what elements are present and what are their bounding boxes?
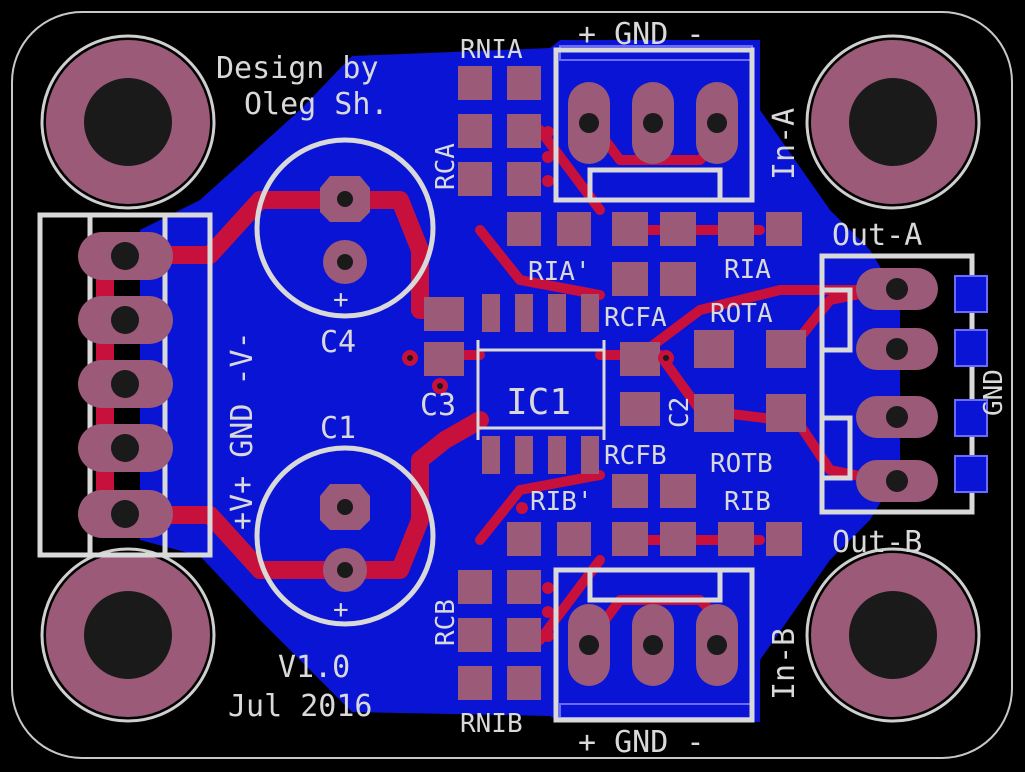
ria-label: RIA bbox=[724, 255, 771, 285]
version-line2: Jul 2016 bbox=[228, 689, 373, 724]
power-connector: +V+ GND -V- bbox=[37, 212, 260, 558]
rotb-label: ROTB bbox=[710, 449, 773, 479]
c4-label: C4 bbox=[320, 325, 356, 360]
out-gnd-label: GND bbox=[979, 369, 1009, 416]
version-line1: V1.0 bbox=[278, 650, 350, 685]
in-b-pins-label: + GND - bbox=[578, 725, 704, 760]
c1-plus: + bbox=[333, 595, 349, 625]
c1-label: C1 bbox=[320, 411, 356, 446]
rcfa-label: RCFA bbox=[604, 303, 667, 333]
input-connector-b: + GND - In-B bbox=[553, 567, 802, 760]
rnib-label: RNIB bbox=[460, 709, 523, 739]
c2-label: C2 bbox=[665, 397, 695, 428]
capacitor-c1: + C1 bbox=[254, 411, 436, 627]
c3-label: C3 bbox=[420, 388, 456, 423]
credits-line1: Design by bbox=[216, 51, 379, 86]
capacitor-c2: C2 bbox=[620, 342, 695, 428]
input-connector-a: + GND - In-A bbox=[553, 17, 802, 203]
top-resistors: RNIA RCA RIA' RIA RCFA ROTA bbox=[431, 35, 806, 368]
rota-label: ROTA bbox=[710, 299, 773, 329]
out-a-label: Out-A bbox=[832, 218, 922, 253]
rcfb-label: RCFB bbox=[604, 441, 667, 471]
ic1-label: IC1 bbox=[506, 382, 571, 423]
rca-label: RCA bbox=[431, 143, 461, 190]
in-a-pins-label: + GND - bbox=[578, 17, 704, 52]
out-b-label: Out-B bbox=[832, 525, 922, 560]
in-b-label: In-B bbox=[767, 628, 802, 700]
rnia-label: RNIA bbox=[460, 35, 523, 65]
c4-plus: + bbox=[333, 285, 349, 315]
power-connector-label: +V+ GND -V- bbox=[225, 331, 260, 530]
in-a-label: In-A bbox=[767, 108, 802, 180]
bottom-resistors: RCFB ROTB RIB' RIB RCB RNIB bbox=[431, 394, 806, 739]
output-connector: Out-A Out-B GND bbox=[819, 218, 1009, 560]
capacitor-c4: + C4 bbox=[254, 137, 436, 360]
rib-label: RIB bbox=[724, 487, 771, 517]
rcb-label: RCB bbox=[431, 599, 461, 646]
capacitor-c3: C3 bbox=[402, 297, 464, 423]
credits-line2: Oleg Sh. bbox=[244, 87, 389, 122]
ria-prime-label: RIA' bbox=[528, 257, 591, 287]
ic1: IC1 bbox=[476, 294, 606, 474]
mounting-holes bbox=[40, 34, 981, 723]
rib-prime-label: RIB' bbox=[530, 487, 593, 517]
